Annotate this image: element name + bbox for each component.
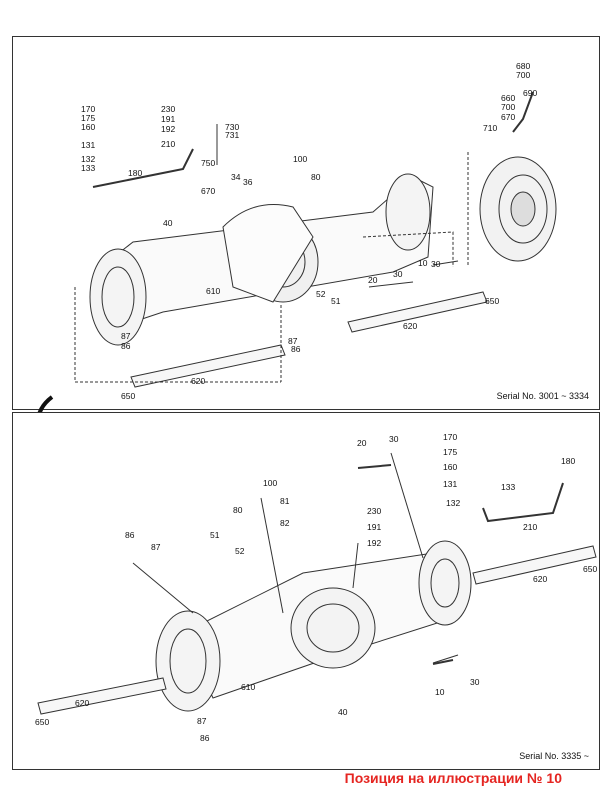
part-number-label: 133 (81, 163, 96, 173)
part-number-label: 180 (561, 456, 576, 466)
part-number-label: 133 (501, 482, 516, 492)
part-number-label: 175 (443, 447, 458, 457)
part-number-label: 192 (161, 124, 176, 134)
part-number-label: 670 (201, 186, 216, 196)
part-number-label: 132 (81, 154, 96, 164)
part-number-label: 100 (293, 154, 308, 164)
part-number-label: 86 (200, 733, 210, 743)
part-number-label: 80 (311, 172, 321, 182)
part-number-label: 10 (435, 687, 445, 697)
part-number-label: 610 (241, 682, 256, 692)
part-number-label: 230 (367, 506, 382, 516)
part-number-label: 680 (516, 61, 531, 71)
part-number-label: 650 (35, 717, 50, 727)
axle-drawing-bottom (37, 452, 597, 715)
part-number-label: 87 (288, 336, 298, 346)
part-number-label: 690 (523, 88, 538, 98)
part-number-label: 30 (393, 269, 403, 279)
part-number-label: 82 (280, 518, 290, 528)
part-number-label: 730 (225, 122, 240, 132)
part-number-label: 170 (81, 104, 96, 114)
part-number-label: 700 (516, 70, 531, 80)
serial-number-top: Serial No. 3001 ~ 3334 (496, 391, 589, 401)
part-number-label: 210 (523, 522, 538, 532)
part-number-label: 650 (583, 564, 598, 574)
part-number-label: 131 (81, 140, 96, 150)
part-number-label: 230 (161, 104, 176, 114)
part-number-label: 700 (501, 102, 516, 112)
part-number-label: 160 (81, 122, 96, 132)
part-number-label: 86 (121, 341, 131, 351)
serial-number-bottom: Serial No. 3335 ~ (519, 751, 589, 761)
part-number-label: 620 (403, 321, 418, 331)
illustration-caption: Позиция на иллюстрации № 10 (344, 770, 562, 786)
part-number-label: 192 (367, 538, 382, 548)
part-number-label: 80 (233, 505, 243, 515)
part-number-label: 87 (151, 542, 161, 552)
part-number-label: 10 (418, 258, 428, 268)
part-number-label: 86 (125, 530, 135, 540)
part-number-label: 610 (206, 286, 221, 296)
part-number-label: 175 (81, 113, 96, 123)
part-number-label: 650 (121, 391, 136, 401)
part-number-label: 81 (280, 496, 290, 506)
part-number-label: 30 (431, 259, 441, 269)
part-number-label: 650 (485, 296, 500, 306)
part-number-label: 620 (191, 376, 206, 386)
part-number-label: 51 (331, 296, 341, 306)
part-number-label: 750 (201, 158, 216, 168)
axle-drawing-top (74, 91, 557, 388)
part-number-label: 731 (225, 130, 240, 140)
part-number-label: 51 (210, 530, 220, 540)
part-number-label: 131 (443, 479, 458, 489)
part-number-label: 52 (316, 289, 326, 299)
part-number-label: 100 (263, 478, 278, 488)
part-number-label: 132 (446, 498, 461, 508)
part-number-label: 36 (243, 177, 253, 187)
part-number-label: 710 (483, 123, 498, 133)
part-number-label: 191 (161, 114, 176, 124)
part-number-label: 620 (75, 698, 90, 708)
part-number-label: 160 (443, 462, 458, 472)
part-number-label: 620 (533, 574, 548, 584)
part-number-label: 30 (389, 434, 399, 444)
part-number-label: 87 (121, 331, 131, 341)
part-number-label: 210 (161, 139, 176, 149)
part-number-label: 87 (197, 716, 207, 726)
part-number-label: 170 (443, 432, 458, 442)
part-number-label: 86 (291, 344, 301, 354)
part-number-label: 34 (231, 172, 241, 182)
part-number-label: 670 (501, 112, 516, 122)
part-number-label: 40 (338, 707, 348, 717)
part-number-label: 20 (368, 275, 378, 285)
part-number-label: 30 (470, 677, 480, 687)
part-number-label: 660 (501, 93, 516, 103)
part-number-label: 52 (235, 546, 245, 556)
part-number-label: 20 (357, 438, 367, 448)
part-number-label: 180 (128, 168, 143, 178)
part-number-label: 40 (163, 218, 173, 228)
part-number-label: 191 (367, 522, 382, 532)
